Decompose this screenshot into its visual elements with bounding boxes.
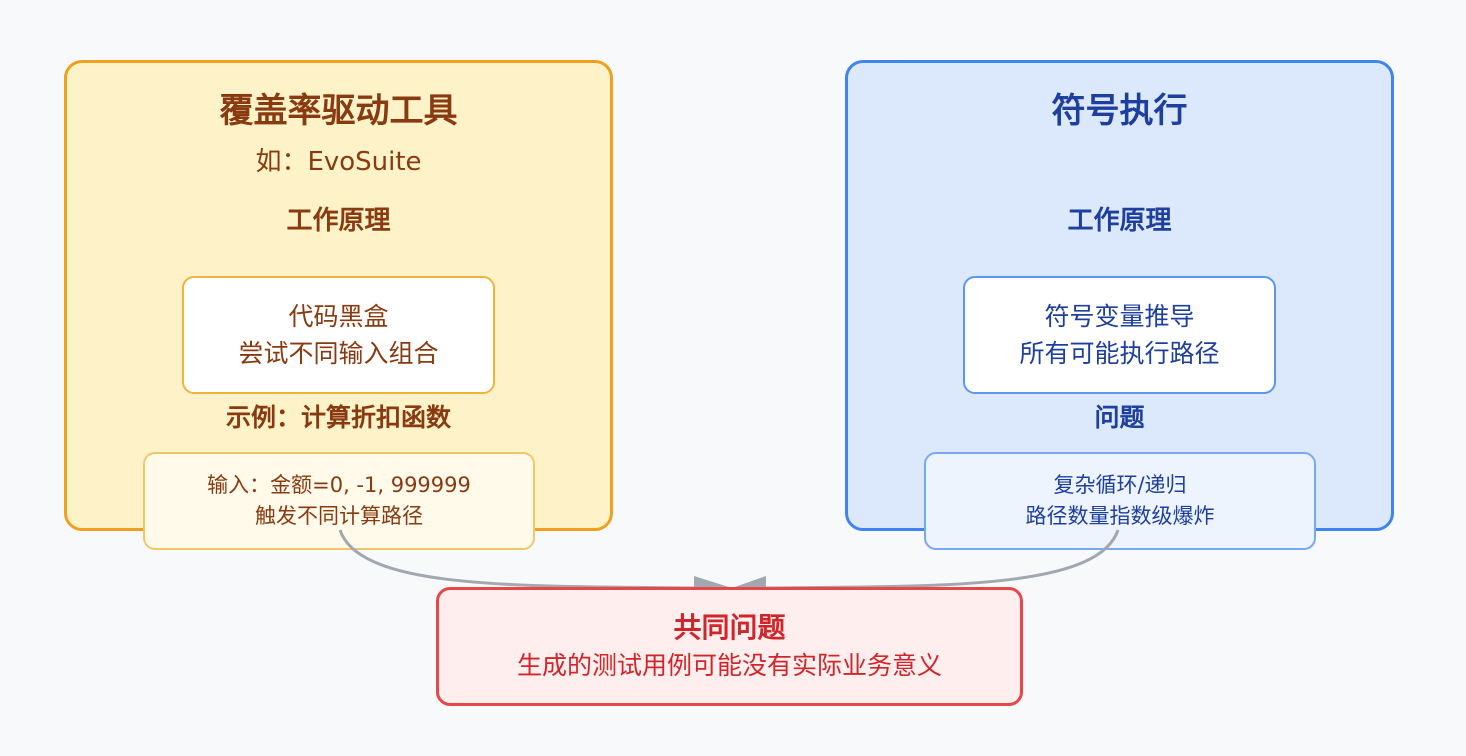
right-principle-line-1: 符号变量推导 bbox=[1044, 301, 1195, 331]
left-principle-box: 代码黑盒 尝试不同输入组合 bbox=[182, 276, 495, 394]
right-principle-heading: 工作原理 bbox=[1067, 206, 1172, 236]
left-example-heading: 示例：计算折扣函数 bbox=[225, 403, 451, 432]
right-title: 符号执行 bbox=[1051, 91, 1188, 131]
right-connector bbox=[763, 529, 1120, 590]
right-problem-box: 复杂循环/递归 路径数量指数级爆炸 bbox=[924, 452, 1316, 550]
right-problem-line-1: 复杂循环/递归 bbox=[1053, 472, 1187, 497]
left-principle-line-2: 尝试不同输入组合 bbox=[238, 339, 439, 368]
left-principle-heading: 工作原理 bbox=[286, 206, 391, 236]
right-principle-line-2: 所有可能执行路径 bbox=[1019, 339, 1220, 368]
left-connector bbox=[338, 529, 701, 590]
common-problem-box: 共同问题 生成的测试用例可能没有实际业务意义 bbox=[436, 587, 1023, 706]
left-example-line-2: 触发不同计算路径 bbox=[255, 504, 423, 528]
common-problem-title: 共同问题 bbox=[673, 611, 786, 645]
right-problem-heading: 问题 bbox=[1094, 403, 1145, 432]
common-problem-description: 生成的测试用例可能没有实际业务意义 bbox=[516, 651, 942, 681]
left-principle-line-1: 代码黑盒 bbox=[288, 301, 389, 331]
left-title: 覆盖率驱动工具 bbox=[219, 91, 458, 131]
left-subtitle: 如：EvoSuite bbox=[255, 147, 422, 177]
left-example-line-1: 输入：金额=0, -1, 999999 bbox=[207, 472, 471, 497]
right-principle-box: 符号变量推导 所有可能执行路径 bbox=[963, 276, 1276, 394]
right-problem-line-2: 路径数量指数级爆炸 bbox=[1025, 504, 1215, 528]
left-example-box: 输入：金额=0, -1, 999999 触发不同计算路径 bbox=[143, 452, 535, 550]
